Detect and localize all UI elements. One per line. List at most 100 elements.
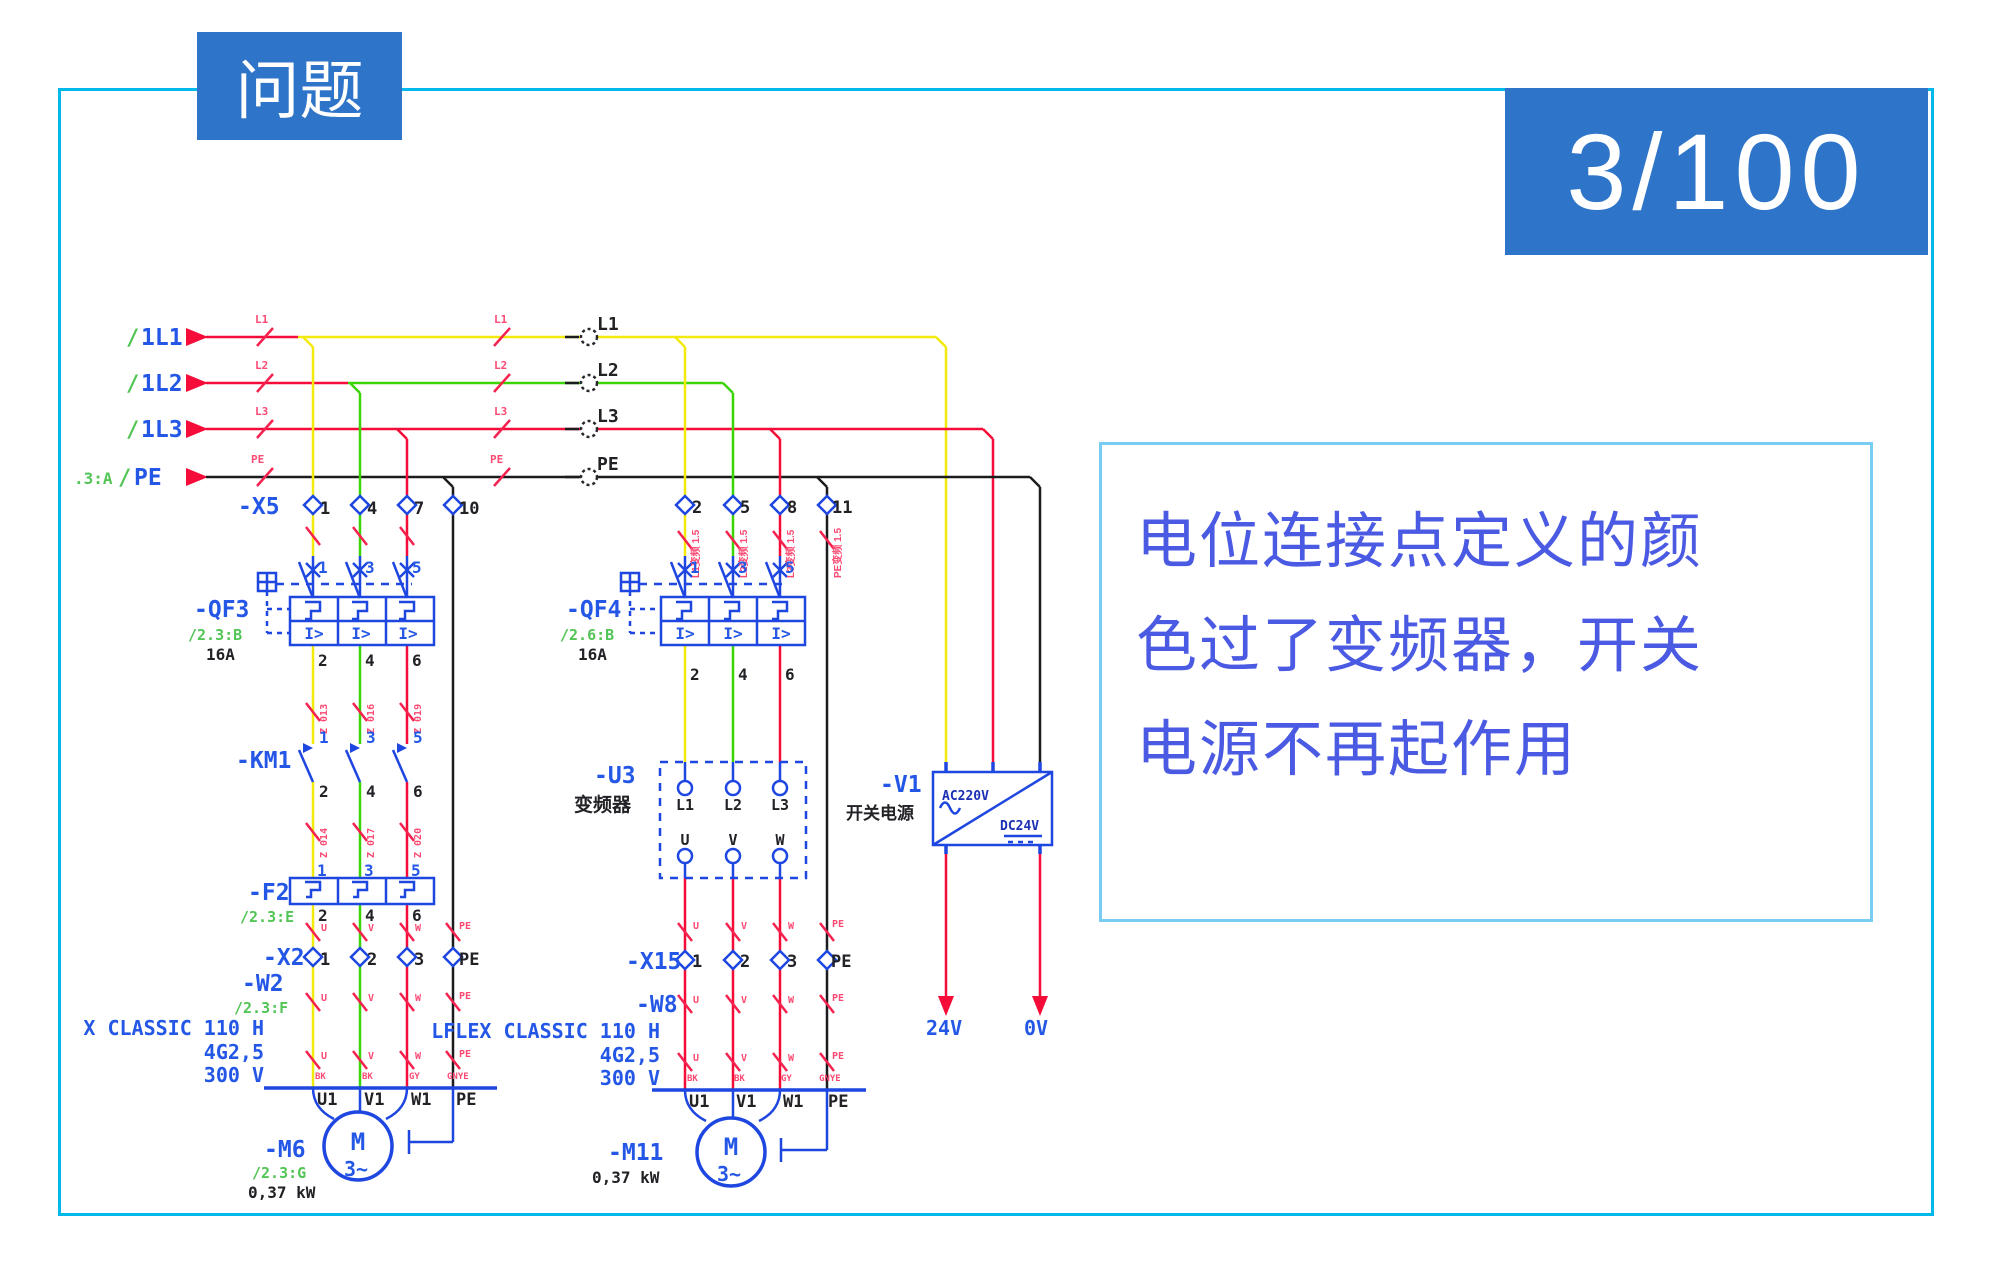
rail-1l1: 1L1 [141, 325, 183, 351]
note-line-1: 电位连接点定义的颜 [1136, 507, 1704, 575]
bus-lines [206, 335, 1042, 762]
power-supply-v1 [931, 762, 1054, 1016]
qf4-rating: 16A [578, 645, 607, 664]
w8-c3: GY [781, 1074, 792, 1084]
w2-c2: BK [362, 1072, 373, 1082]
rail-1l3: 1L3 [141, 417, 183, 443]
page-counter: 3/100 [1505, 88, 1928, 255]
x5-5: 5 [740, 498, 750, 518]
motor-m6 [264, 1086, 497, 1182]
tag-m11: -M11 [608, 1140, 663, 1166]
w8-r2-v: V [741, 995, 747, 1006]
x2-3: 3 [414, 950, 424, 970]
int1-l3: L3 [255, 405, 268, 418]
w2-voltage: 300 V [204, 1063, 264, 1087]
w8-r2-w: W [788, 995, 795, 1006]
x5-2: 2 [692, 498, 702, 518]
f2-in3: 3 [364, 861, 374, 880]
tag-w2: -W2 [242, 971, 284, 997]
ref-m6: /2.3:G [252, 1164, 306, 1182]
m6-phase: 3~ [344, 1157, 368, 1181]
w2-r3-u: U [321, 1051, 327, 1062]
tag-qf4: -QF4 [566, 597, 621, 623]
qf3-i1: I> [304, 624, 323, 643]
int2-l1: L1 [494, 313, 508, 326]
note-line-2: 色过了变频器，开关 [1136, 611, 1704, 679]
ref-f2: /2.3:E [240, 908, 294, 926]
terminal-strips [302, 494, 838, 971]
tag-x15: -X15 [626, 949, 681, 975]
qf4-i1: I> [675, 624, 694, 643]
km1-out4: 4 [366, 782, 376, 801]
rail-pe: PE [134, 465, 162, 491]
wirelabel-l2bp: L2变频 1.5 [737, 529, 750, 578]
x15-pe: PE [831, 952, 851, 972]
w2-r2-w: W [415, 993, 422, 1004]
wirelabel-l3bp: L3变频 1.5 [784, 529, 797, 578]
w2-r2-pe: PE [459, 991, 471, 1002]
m11-v1: V1 [736, 1092, 756, 1112]
int2-l3: L3 [494, 405, 507, 418]
supply-arrow-icons [186, 328, 208, 486]
qf3-out2: 2 [318, 651, 328, 670]
w2-r2-v: V [368, 993, 374, 1004]
f2-in5: 5 [411, 861, 421, 880]
wirelabel-pebp: PE变频 1.5 [831, 528, 844, 578]
qf4-in1: 1 [690, 558, 700, 577]
w8-r3-u: U [693, 1053, 699, 1064]
feeder-wires [302, 336, 829, 1090]
note-line-3: 电源不再起作用 [1136, 715, 1578, 783]
schematic-text-layer: /1L1/1L2/1L3.3:A/PEL1L2L3PEL1L2L3PEL1L2L… [74, 313, 1048, 1202]
w8-type: LFLEX CLASSIC 110 H [431, 1019, 660, 1043]
w2-r1-w: W [415, 923, 422, 934]
tag-w8: -W8 [636, 992, 678, 1018]
circuit2-wires [683, 556, 782, 1090]
km1-in1: 1 [319, 728, 329, 747]
qf3-in3: 3 [365, 558, 375, 577]
u3-l2: L2 [724, 796, 742, 814]
x5-8: 8 [787, 498, 797, 518]
qf3-rating: 16A [206, 645, 235, 664]
w2-r3-pe: PE [459, 1049, 471, 1060]
qf4-in5: 5 [785, 558, 795, 577]
x2-pe: PE [459, 950, 479, 970]
motor-m11 [652, 1088, 866, 1188]
x15-1: 1 [692, 952, 702, 972]
w2-c1: BK [315, 1072, 326, 1082]
tag-m6: -M6 [264, 1137, 306, 1163]
x15-2: 2 [740, 952, 750, 972]
u3-v: V [728, 831, 737, 849]
qf4-out6: 6 [785, 665, 795, 684]
w2-r1-v: V [368, 923, 374, 934]
m11-w1: W1 [783, 1092, 803, 1112]
f2-in1: 1 [317, 861, 327, 880]
u3-l3: L3 [771, 796, 789, 814]
qf4-i2: I> [723, 624, 742, 643]
int1-l1: L1 [255, 313, 269, 326]
tag-x2: -X2 [263, 945, 305, 971]
u3-w: W [775, 831, 785, 849]
u3-name: 变频器 [574, 793, 632, 816]
cp-label-l3: L3 [597, 406, 619, 427]
m6-u1: U1 [317, 1090, 337, 1110]
title-box: 问题 [197, 32, 402, 140]
m6-power: 0,37 kW [248, 1183, 316, 1202]
w8-cores: 4G2,5 [600, 1043, 660, 1067]
page-title: 问题 [235, 55, 364, 127]
ref-qf4: /2.6:B [560, 626, 614, 644]
w8-r3-pe: PE [832, 1051, 844, 1062]
ref-qf3: /2.3:B [188, 626, 242, 644]
cp-label-l1: L1 [597, 314, 619, 335]
x5-10: 10 [459, 499, 479, 519]
v1-name: 开关电源 [846, 803, 914, 823]
m6-w1: W1 [411, 1090, 431, 1110]
f2-out4: 4 [365, 906, 375, 925]
u3-u: U [680, 831, 689, 849]
qf3-i3: I> [398, 624, 417, 643]
contactor-km1 [297, 743, 409, 783]
out-0v: 0V [1024, 1016, 1048, 1040]
int1-pe: PE [251, 453, 264, 466]
u3-l1: L1 [676, 796, 694, 814]
